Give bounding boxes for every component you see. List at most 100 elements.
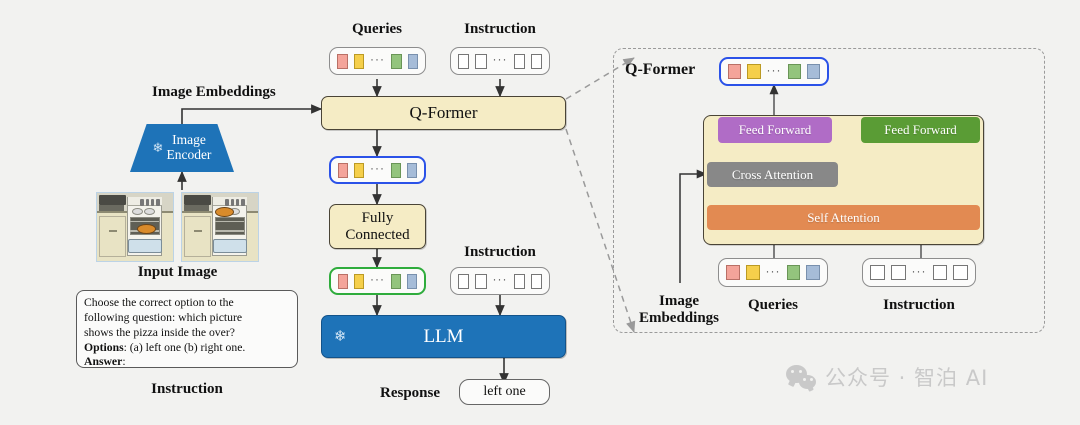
instruction-label-top: Instruction (464, 21, 536, 37)
image-embeddings-line2: Embeddings (638, 309, 720, 326)
wechat-watermark: 公众号 · 智泊 AI (786, 362, 988, 392)
fully-connected-line2: Connected (345, 226, 410, 243)
token-ellipsis: ··· (766, 62, 782, 77)
image-encoder-line1: Image (172, 132, 206, 148)
pizza-on-stovetop (214, 206, 234, 217)
prompt-options-line: Options: (a) left one (b) right one. (84, 341, 290, 356)
token-ellipsis: ··· (911, 263, 927, 278)
feed-forward-right-block[interactable]: Feed Forward (861, 117, 980, 143)
input-image-thumbnails[interactable] (96, 192, 259, 262)
instruction-token-2 (890, 265, 906, 280)
query-token-1 (337, 53, 348, 69)
queries-label-center: Queries (352, 21, 402, 37)
query-token-4 (407, 162, 417, 178)
response-label: Response (380, 385, 441, 401)
prompt-line-2: following question: which picture (84, 310, 243, 324)
prompt-options-key: Options (84, 340, 124, 354)
instruction-label-left: Instruction (151, 381, 223, 397)
input-image-left[interactable] (96, 192, 174, 262)
queries-label-panel: Queries (748, 297, 798, 313)
input-image-label: Input Image (137, 264, 218, 280)
token-ellipsis: ··· (492, 272, 508, 286)
qformer-panel-output-tokens[interactable]: ··· (719, 57, 829, 86)
query-token-1 (726, 265, 740, 280)
wechat-icon (786, 365, 816, 389)
llm-label: LLM (423, 325, 464, 347)
input-image-right[interactable] (181, 192, 259, 262)
watermark-text: 公众号 · 智泊 AI (825, 366, 989, 390)
cross-attention-block[interactable]: Cross Attention (707, 162, 838, 187)
query-token-3 (391, 53, 402, 69)
query-token-1 (338, 273, 348, 289)
query-token-4 (806, 64, 820, 79)
token-ellipsis: ··· (492, 52, 508, 66)
snowflake-icon: ❄ (152, 140, 164, 156)
instruction-token-2 (475, 273, 487, 289)
query-token-2 (353, 53, 364, 69)
feed-forward-right-label: Feed Forward (884, 122, 957, 137)
query-token-1 (338, 162, 348, 178)
snowflake-icon: ❄ (334, 327, 347, 345)
instruction-token-3 (932, 265, 948, 280)
qformer-panel-title: Q-Former (625, 61, 696, 78)
prompt-answer-key: Answer (84, 355, 123, 369)
query-token-1 (728, 64, 742, 79)
query-token-2 (354, 162, 364, 178)
q-former-block[interactable]: Q-Former (321, 96, 566, 130)
instruction-token-2 (475, 53, 487, 69)
prompt-answer-line: Answer: (84, 355, 290, 370)
instruction-token-strip-mid[interactable]: ··· (450, 267, 550, 295)
query-token-4 (407, 273, 417, 289)
instruction-token-4 (530, 53, 542, 69)
feed-forward-left-label: Feed Forward (738, 122, 812, 137)
instruction-label-panel: Instruction (883, 297, 955, 313)
response-value: left one (483, 384, 526, 399)
feed-forward-left-block[interactable]: Feed Forward (718, 117, 832, 143)
image-encoder-line2: Encoder (166, 147, 212, 162)
query-token-3 (391, 273, 401, 289)
query-token-2 (354, 273, 364, 289)
projected-token-strip[interactable]: ··· (329, 267, 426, 295)
token-ellipsis: ··· (370, 161, 385, 175)
pizza-inside-oven (136, 224, 156, 235)
query-token-3 (787, 64, 801, 79)
instruction-token-1 (458, 273, 470, 289)
response-box[interactable]: left one (459, 379, 550, 405)
instruction-token-3 (513, 273, 525, 289)
qformer-output-token-strip[interactable]: ··· (329, 156, 426, 184)
q-former-label: Q-Former (409, 103, 478, 122)
prompt-options-value: : (a) left one (b) right one. (123, 340, 246, 354)
self-attention-block[interactable]: Self Attention (707, 205, 980, 230)
self-attention-label: Self Attention (807, 209, 880, 225)
queries-token-strip-center[interactable]: ··· (329, 47, 426, 75)
token-ellipsis: ··· (765, 263, 781, 278)
fully-connected-line1: Fully (361, 209, 394, 226)
query-token-4 (806, 265, 820, 280)
instruction-token-3 (513, 53, 525, 69)
image-encoder-block[interactable]: ❄ Image Encoder (130, 124, 234, 172)
instruction-token-strip-panel[interactable]: ··· (862, 258, 976, 287)
instruction-label-mid: Instruction (464, 244, 536, 260)
cross-attention-label: Cross Attention (731, 166, 814, 182)
prompt-line-3: shows the pizza inside the over? (84, 325, 235, 339)
instruction-token-4 (953, 265, 968, 280)
fully-connected-block[interactable]: Fully Connected (329, 204, 426, 249)
instruction-token-strip-top[interactable]: ··· (450, 47, 550, 75)
queries-token-strip-panel[interactable]: ··· (718, 258, 828, 287)
query-token-3 (786, 265, 801, 280)
prompt-line-1: Choose the correct option to the (84, 296, 234, 309)
query-token-2 (747, 64, 761, 79)
query-token-3 (391, 162, 401, 178)
prompt-answer-value: : (122, 355, 126, 369)
token-ellipsis: ··· (370, 272, 385, 286)
query-token-2 (745, 265, 760, 280)
instruction-token-4 (530, 273, 542, 289)
image-embeddings-label: Image Embeddings (152, 84, 276, 100)
instruction-prompt-card[interactable]: Choose the correct option to the followi… (76, 290, 298, 368)
instruction-token-1 (870, 265, 885, 280)
qformer-detail-panel (613, 48, 1045, 333)
query-token-4 (407, 53, 418, 69)
llm-block[interactable]: ❄ LLM (321, 315, 566, 358)
instruction-token-1 (458, 53, 470, 69)
token-ellipsis: ··· (370, 52, 385, 66)
